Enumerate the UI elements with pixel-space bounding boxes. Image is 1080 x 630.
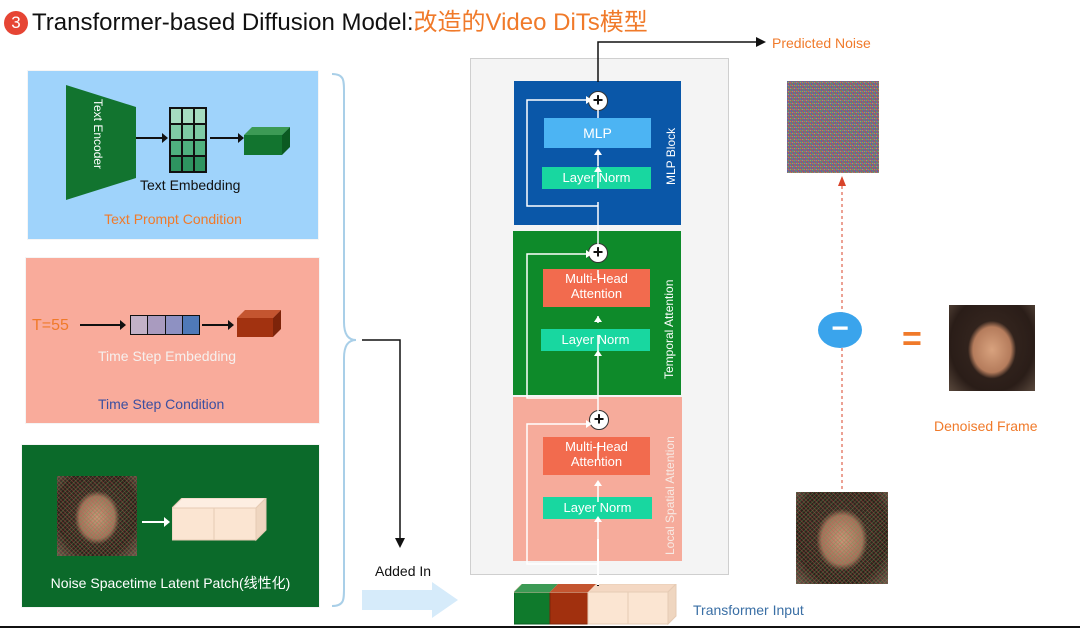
transformer-input-cubes: [514, 584, 677, 626]
predicted-noise-label: Predicted Noise: [772, 35, 871, 51]
time-step-condition-label: Time Step Condition: [98, 396, 225, 412]
noisy-face-image: [57, 476, 137, 556]
bottom-rule: [0, 626, 1080, 628]
predicted-noise-image: [787, 81, 879, 173]
text-prompt-condition-label: Text Prompt Condition: [104, 211, 242, 227]
noise-latent-panel: Noise Spacetime Latent Patch(线性化): [22, 445, 319, 607]
step-number-badge: 3: [4, 11, 28, 35]
mlp-layer-norm: Layer Norm: [542, 167, 651, 189]
text-embedding-grid: [169, 107, 207, 173]
spatial-mha-box: Multi-Head Attention: [543, 437, 650, 475]
time-step-vector: [130, 315, 200, 335]
latent-patch-cubes: [172, 498, 267, 542]
title-cn: 改造的Video DiTs模型: [413, 9, 648, 36]
arrow-icon: [142, 517, 170, 527]
residual-add-icon: +: [589, 410, 609, 430]
temporal-attention-block: Multi-Head Attention Layer Norm + Tempor…: [513, 231, 681, 395]
denoised-frame-label: Denoised Frame: [934, 418, 1038, 434]
time-step-panel: T=55 Time Step Embedding Time Step Condi…: [26, 258, 319, 423]
denoised-frame-image: [949, 305, 1035, 391]
transformer-input-label: Transformer Input: [693, 602, 804, 618]
arrow-icon: [80, 320, 126, 330]
minus-icon: −: [818, 312, 862, 348]
text-prompt-panel: Text Encoder Text Embedding Text Prompt …: [28, 71, 318, 239]
time-step-cube: [237, 310, 281, 337]
noise-latent-label: Noise Spacetime Latent Patch(线性化): [50, 575, 291, 591]
arrow-icon: [210, 133, 244, 143]
output-arrow: [597, 37, 766, 82]
text-embedding-label: Text Embedding: [140, 177, 241, 193]
text-encoder-label: Text Encoder: [91, 99, 105, 170]
text-encoder-shape: [66, 85, 136, 200]
added-in-arrow: [362, 582, 458, 618]
arrow-icon: [202, 320, 234, 330]
noisy-frame-image: [796, 492, 888, 584]
title-main: Transformer-based Diffusion Model:: [32, 9, 414, 36]
time-step-embedding-label: Time Step Embedding: [98, 348, 236, 364]
mlp-box: MLP: [544, 118, 651, 148]
connector-arrow: [362, 339, 405, 548]
block-flow-lines: [526, 96, 602, 585]
temporal-layer-norm: Layer Norm: [541, 329, 650, 351]
spatial-layer-norm: Layer Norm: [543, 497, 652, 519]
time-step-value: T=55: [32, 317, 69, 334]
grouping-brace: [331, 73, 357, 607]
equals-sign: =: [902, 320, 922, 358]
temporal-mha-box: Multi-Head Attention: [543, 269, 650, 307]
text-embedding-cube: [244, 127, 290, 155]
added-in-label: Added In: [375, 563, 432, 579]
arrow-icon: [136, 133, 168, 143]
